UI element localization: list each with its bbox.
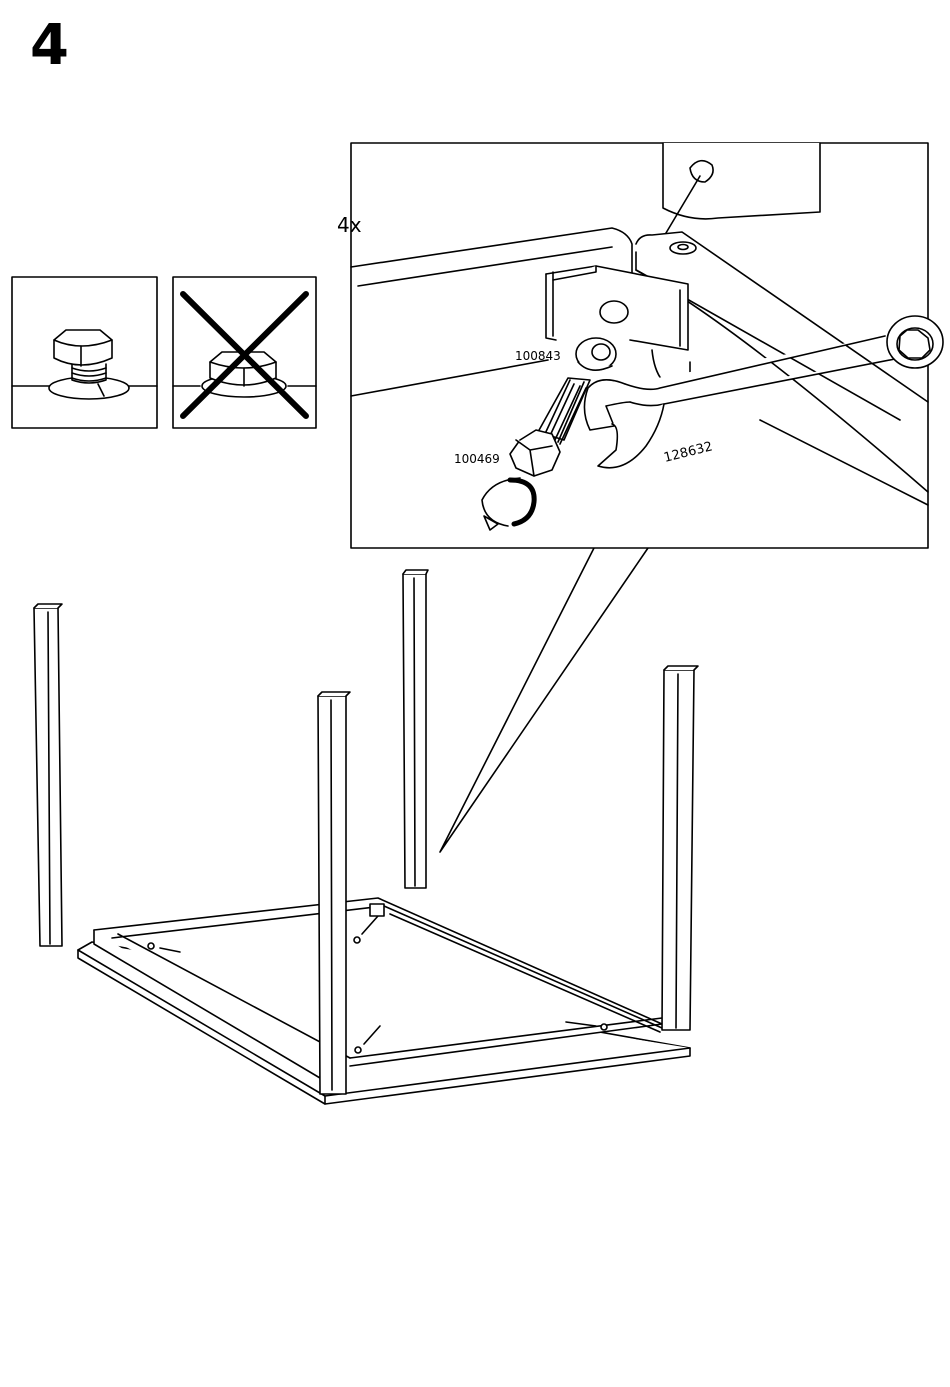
correct-washer-panel: [12, 277, 157, 428]
incorrect-washer-panel: [173, 277, 316, 428]
washer-part-number: 100843: [515, 349, 561, 363]
washer-part-icon: [576, 338, 616, 370]
quantity-label: 4x: [337, 213, 362, 237]
table-leg: [662, 666, 698, 1030]
bolt-part-number: 100469: [454, 452, 500, 466]
detail-panel: [351, 143, 943, 852]
table-leg: [403, 570, 428, 888]
table-frame: [78, 898, 690, 1104]
table-leg: [318, 692, 350, 1094]
table-leg: [34, 604, 62, 946]
